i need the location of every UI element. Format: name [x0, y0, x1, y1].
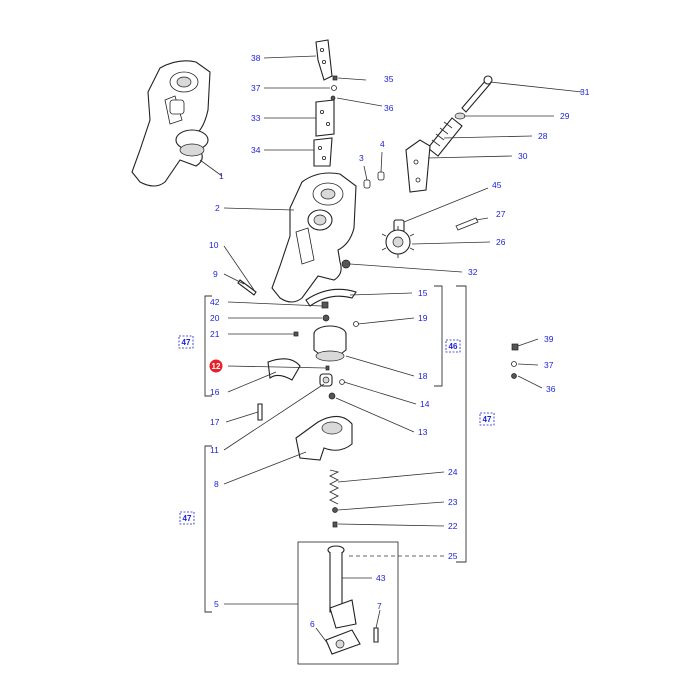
part-32-nut[interactable] — [341, 259, 351, 269]
group-label-47-left[interactable]: 47 — [178, 335, 194, 349]
svg-text:47: 47 — [182, 338, 191, 347]
callout-6[interactable]: 6 — [310, 619, 315, 629]
callout-14[interactable]: 14 — [420, 399, 430, 409]
part-17-pin[interactable] — [257, 403, 263, 421]
callout-39[interactable]: 39 — [544, 334, 554, 344]
part-15-shim[interactable] — [305, 288, 357, 307]
callout-1[interactable]: 1 — [219, 171, 224, 181]
part-34-plate[interactable] — [313, 137, 333, 167]
callout-25[interactable]: 25 — [448, 551, 458, 561]
part-7-screw[interactable] — [373, 627, 379, 643]
part-4-nut[interactable] — [377, 171, 385, 181]
callout-27[interactable]: 27 — [496, 209, 506, 219]
callout-11[interactable]: 11 — [210, 445, 219, 455]
callout-5[interactable]: 5 — [214, 599, 219, 609]
part-36-nut[interactable] — [330, 95, 336, 101]
part-18-pulley[interactable] — [313, 325, 347, 362]
part-26-gear[interactable] — [381, 226, 415, 258]
callout-32[interactable]: 32 — [468, 267, 478, 277]
part-22-pin[interactable] — [332, 521, 338, 528]
callout-2[interactable]: 2 — [215, 203, 220, 213]
svg-text:12: 12 — [212, 362, 221, 371]
part-37-washer[interactable] — [331, 85, 337, 91]
callout-29[interactable]: 29 — [560, 111, 570, 121]
part-37b-washer[interactable] — [511, 361, 517, 367]
group-label-46[interactable]: 46 — [445, 339, 461, 353]
part-23-washer[interactable] — [332, 507, 338, 513]
callout-38[interactable]: 38 — [251, 53, 261, 63]
callout-33[interactable]: 33 — [251, 113, 261, 123]
callout-8[interactable]: 8 — [214, 479, 219, 489]
callout-3[interactable]: 3 — [359, 153, 364, 163]
part-3-stud[interactable] — [363, 179, 371, 189]
callout-10[interactable]: 10 — [209, 240, 219, 250]
part-16-segment[interactable] — [267, 358, 301, 381]
callout-16[interactable]: 16 — [210, 387, 220, 397]
svg-text:47: 47 — [183, 514, 192, 523]
callout-7[interactable]: 7 — [377, 601, 382, 611]
group-brackets — [204, 285, 467, 613]
part-39-bolt[interactable] — [511, 343, 519, 351]
callout-17[interactable]: 17 — [210, 417, 220, 427]
part-31-rod[interactable] — [461, 75, 493, 113]
part-29-collar[interactable] — [454, 112, 466, 120]
callout-28[interactable]: 28 — [538, 131, 548, 141]
part-38-bracket[interactable] — [315, 39, 333, 81]
part-13-washer[interactable] — [328, 392, 336, 400]
part-20-screw[interactable] — [322, 314, 330, 322]
callout-37[interactable]: 37 — [251, 83, 261, 93]
callout-23[interactable]: 23 — [448, 497, 458, 507]
callout-26[interactable]: 26 — [496, 237, 506, 247]
callout-9[interactable]: 9 — [213, 269, 218, 279]
part-43-shaft[interactable] — [327, 545, 357, 629]
part-30-bracket[interactable] — [405, 139, 431, 193]
callout-34[interactable]: 34 — [251, 145, 261, 155]
group-label-47-right[interactable]: 47 — [479, 412, 495, 426]
callout-45[interactable]: 45 — [492, 180, 502, 190]
svg-text:46: 46 — [449, 342, 458, 351]
part-11-cam[interactable] — [319, 373, 333, 387]
part-27-key[interactable] — [455, 217, 479, 231]
part-2-main-housing[interactable] — [271, 172, 357, 303]
leader-lines — [199, 55, 583, 645]
part-14-circlip[interactable] — [339, 379, 345, 385]
callout-36b[interactable]: 36 — [546, 384, 556, 394]
callout-12-highlighted[interactable]: 12 — [209, 359, 223, 373]
part-6-cam-lever[interactable] — [325, 629, 361, 655]
callout-30[interactable]: 30 — [518, 151, 528, 161]
part-21-pin[interactable] — [293, 331, 299, 337]
part-35-bolt[interactable] — [332, 75, 338, 81]
callout-31[interactable]: 31 — [580, 87, 590, 97]
part-12-pin[interactable] — [325, 365, 330, 371]
callout-18[interactable]: 18 — [418, 371, 428, 381]
callout-37b[interactable]: 37 — [544, 360, 554, 370]
svg-text:47: 47 — [483, 415, 492, 424]
callout-19[interactable]: 19 — [418, 313, 428, 323]
part-1-housing[interactable] — [131, 60, 211, 187]
callout-42[interactable]: 42 — [210, 297, 220, 307]
part-33-plate[interactable] — [315, 99, 335, 137]
callout-22[interactable]: 22 — [448, 521, 458, 531]
callout-24[interactable]: 24 — [448, 467, 458, 477]
part-24-spring[interactable] — [328, 469, 340, 505]
callout-15[interactable]: 15 — [418, 288, 428, 298]
group-label-47-lower[interactable]: 47 — [179, 511, 195, 525]
callout-36[interactable]: 36 — [384, 103, 394, 113]
part-36b-nut[interactable] — [511, 373, 517, 379]
callouts: 38 37 35 36 33 34 3 4 1 2 31 29 28 30 45… — [209, 53, 590, 629]
callout-13[interactable]: 13 — [418, 427, 428, 437]
callout-20[interactable]: 20 — [210, 313, 220, 323]
part-28-spring[interactable] — [427, 117, 463, 157]
callout-4[interactable]: 4 — [380, 139, 385, 149]
callout-21[interactable]: 21 — [210, 329, 220, 339]
part-42-pin[interactable] — [321, 301, 329, 309]
part-8-lever[interactable] — [295, 415, 353, 461]
part-19-washer[interactable] — [353, 321, 359, 327]
callout-43[interactable]: 43 — [376, 573, 386, 583]
part-9-screw[interactable] — [237, 279, 257, 296]
callout-35[interactable]: 35 — [384, 74, 394, 84]
